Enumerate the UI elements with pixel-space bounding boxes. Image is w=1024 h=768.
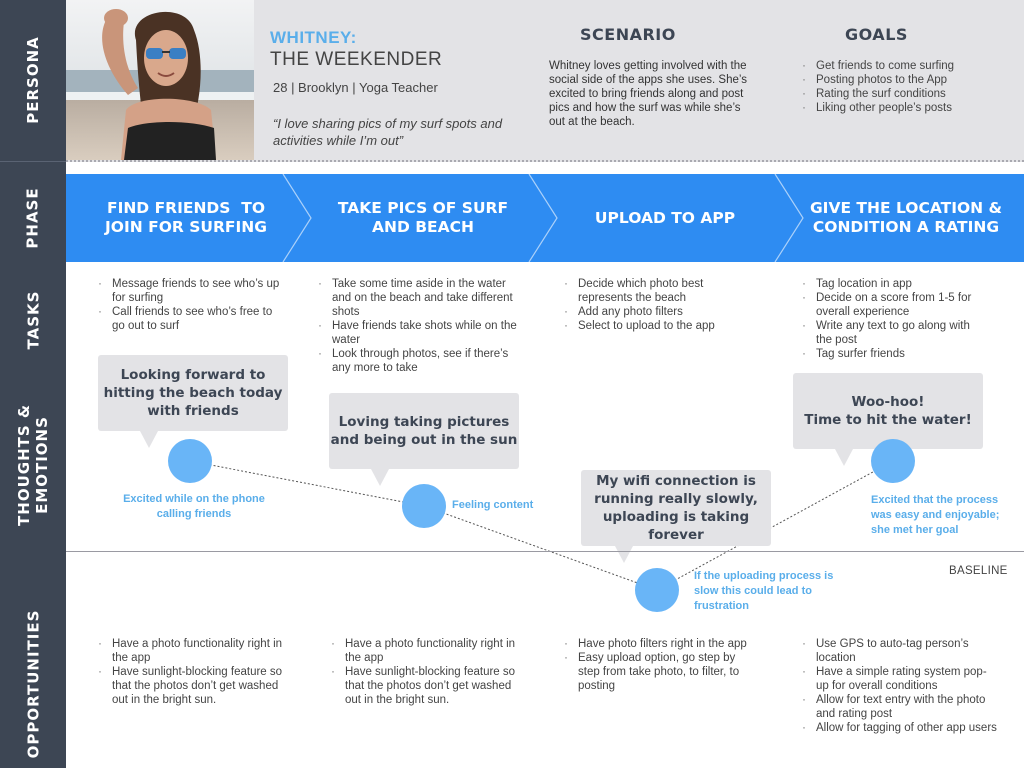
chevron-right-icon: [774, 174, 804, 262]
persona-meta: 28 | Brooklyn | Yoga Teacher: [273, 80, 438, 95]
goal-item: Posting photos to the App: [802, 72, 1012, 87]
opportunity-item: Easy upload option, go step by step from…: [564, 650, 754, 693]
opportunities-column-2: Have a photo functionality right in the …: [331, 636, 521, 707]
task-item: Tag surfer friends: [802, 346, 987, 361]
tasks-column-3: Decide which photo best represents the b…: [564, 276, 749, 333]
opportunity-item: Use GPS to auto-tag person’s location: [802, 636, 998, 665]
phase-chevrons: [282, 174, 804, 262]
phase-1: FIND FRIENDS TO JOIN FOR SURFING: [105, 199, 267, 236]
tasks-column-2: Take some time aside in the water and on…: [318, 276, 518, 375]
phase-3: UPLOAD TO APP: [594, 208, 736, 227]
persona-name: WHITNEY:: [270, 28, 357, 47]
task-item: Tag location in app: [802, 276, 987, 291]
emotion-curve-segment: [656, 460, 894, 591]
opportunity-item: Have a photo functionality right in the …: [98, 636, 288, 665]
goal-item: Rating the surf conditions: [802, 86, 1012, 101]
opportunity-item: Allow for text entry with the photo and …: [802, 692, 998, 721]
opportunity-item: Have photo filters right in the app: [564, 636, 754, 651]
emotion-point: [635, 568, 679, 612]
emotion-label-1: Excited while on the phone calling frien…: [123, 493, 265, 520]
goals-list: Get friends to come surfingPosting photo…: [802, 58, 1012, 115]
thought-bubble-3: My wifi connection is running really slo…: [581, 470, 771, 546]
scenario-text: Whitney loves getting involved with the …: [549, 60, 747, 128]
opportunity-item: Have a simple rating system pop-up for o…: [802, 664, 998, 693]
thought-bubble-tail: [371, 469, 389, 486]
persona-archetype: THE WEEKENDER: [270, 49, 443, 70]
opportunity-item: Have a photo functionality right in the …: [331, 636, 521, 665]
thought-bubble-tail: [835, 449, 853, 466]
chevron-right-icon: [282, 174, 312, 262]
sidebar-divider: [0, 161, 66, 162]
task-item: Have friends take shots while on the wat…: [318, 318, 518, 347]
emotion-curve-segment: [423, 505, 658, 591]
emotion-point: [402, 484, 446, 528]
task-item: Add any photo filters: [564, 304, 749, 319]
task-item: Write any text to go along with the post: [802, 318, 987, 347]
thought-bubble-1: Looking forward to hitting the beach tod…: [98, 355, 288, 431]
opportunity-item: Allow for tagging of other app users: [802, 720, 998, 735]
task-item: Look through photos, see if there’s any …: [318, 346, 518, 375]
task-item: Take some time aside in the water and on…: [318, 276, 518, 319]
emotion-label-3: If the uploading process is slow this co…: [694, 570, 834, 612]
goals-title: GOALS: [845, 25, 908, 44]
thought-bubble-2: Loving taking pictures and being out in …: [329, 393, 519, 469]
opportunity-item: Have sunlight-blocking feature so that t…: [98, 664, 288, 707]
opportunity-item: Have sunlight-blocking feature so that t…: [331, 664, 521, 707]
task-item: Select to upload to the app: [564, 318, 749, 333]
goal-item: Liking other people’s posts: [802, 100, 1012, 115]
thought-bubble-tail: [615, 546, 633, 563]
thought-bubble-tail: [140, 431, 158, 448]
phase-2: TAKE PICS OF SURF AND BEACH: [337, 199, 509, 236]
baseline-line: [66, 551, 1024, 552]
opportunities-column-1: Have a photo functionality right in the …: [98, 636, 288, 707]
opportunities-column-3: Have photo filters right in the appEasy …: [564, 636, 754, 693]
task-item: Decide on a score from 1-5 for overall e…: [802, 290, 987, 319]
emotion-point: [168, 439, 212, 483]
task-item: Call friends to see who’s free to go out…: [98, 304, 283, 333]
emotion-label-4: Excited that the process was easy and en…: [871, 494, 1000, 536]
goal-item: Get friends to come surfing: [802, 58, 1012, 73]
thought-bubble-4: Woo-hoo! Time to hit the water!: [793, 373, 983, 449]
task-item: Message friends to see who’s up for surf…: [98, 276, 283, 305]
tasks-column-4: Tag location in appDecide on a score fro…: [802, 276, 987, 361]
persona-quote: “I love sharing pics of my surf spots an…: [273, 116, 503, 148]
chevron-right-icon: [528, 174, 558, 262]
phase-band: FIND FRIENDS TO JOIN FOR SURFING TAKE PI…: [66, 174, 1024, 262]
emotion-point: [871, 439, 915, 483]
phase-4: GIVE THE LOCATION & CONDITION A RATING: [809, 199, 1003, 236]
scenario-title: SCENARIO: [580, 25, 676, 44]
sidebar: [0, 0, 66, 768]
emotion-label-2: Feeling content: [452, 499, 534, 511]
woman-at-beach-photo-icon: [66, 0, 254, 160]
tasks-column-1: Message friends to see who’s up for surf…: [98, 276, 283, 333]
task-item: Decide which photo best represents the b…: [564, 276, 749, 305]
persona-photo: [66, 0, 254, 160]
opportunities-column-4: Use GPS to auto-tag person’s locationHav…: [802, 636, 998, 735]
baseline-label: BASELINE: [949, 565, 1008, 577]
persona-divider: [66, 160, 1024, 162]
